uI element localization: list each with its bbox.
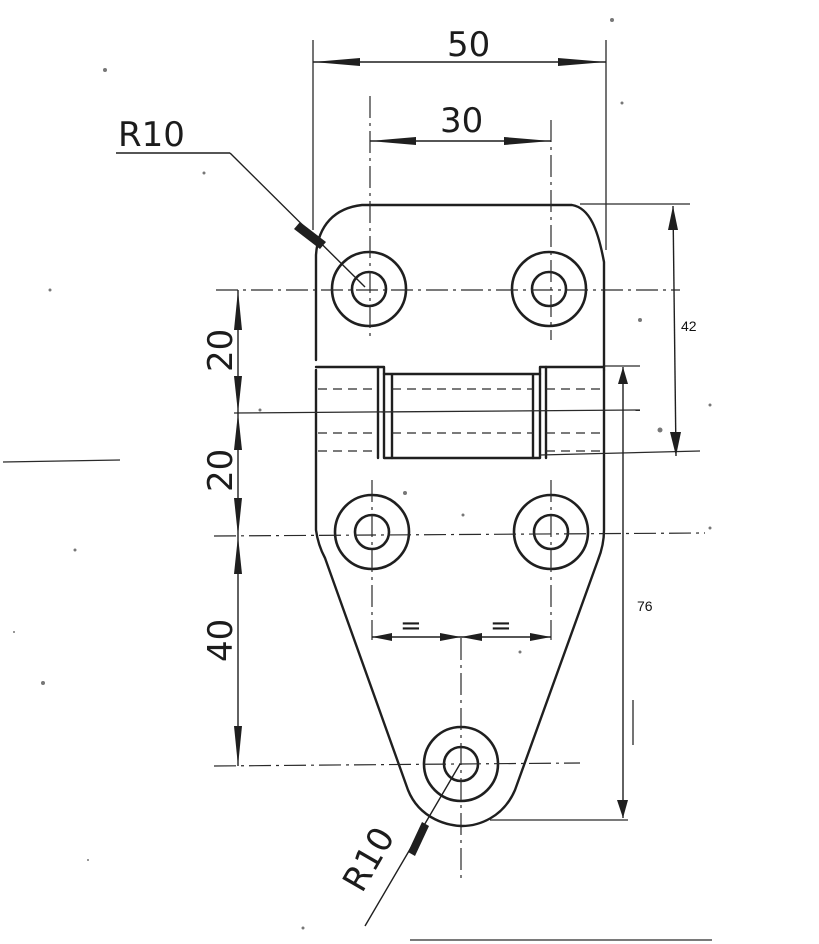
dim-text-r10-top: R10 — [118, 115, 185, 155]
dimension-left-chain — [234, 290, 242, 766]
hinge-outline — [314, 203, 606, 372]
hinge-lower-outline — [314, 368, 606, 828]
dim-text-r10-bottom: R10 — [335, 821, 403, 899]
dim-text-30: 30 — [440, 101, 483, 141]
dim-text-42: 42 — [681, 318, 697, 334]
dim-text-20-upper: 20 — [201, 329, 241, 372]
scan-noise — [13, 18, 712, 930]
hole-top-left — [330, 250, 408, 328]
leader-r10-bottom — [364, 763, 461, 927]
scan-left-line — [2, 459, 121, 463]
dimension-30 — [370, 137, 551, 145]
hidden-lines — [233, 388, 641, 452]
center-lines — [213, 96, 706, 880]
dimension-50 — [312, 40, 607, 250]
dim-text-20-lower: 20 — [201, 449, 241, 492]
hole-top-right — [510, 250, 588, 328]
dim-text-40: 40 — [201, 619, 241, 662]
dimension-42 — [539, 203, 701, 457]
dim-text-equal-left: = — [400, 611, 422, 641]
dim-text-76: 76 — [637, 598, 653, 614]
knuckle-inner — [382, 372, 542, 460]
dim-text-50: 50 — [447, 25, 490, 65]
knuckle-outline — [314, 365, 606, 460]
dim-text-equal-right: = — [490, 611, 512, 641]
dimension-76 — [490, 365, 640, 821]
dimension-equal-spacing — [372, 633, 551, 641]
leader-r10-top — [116, 152, 366, 288]
